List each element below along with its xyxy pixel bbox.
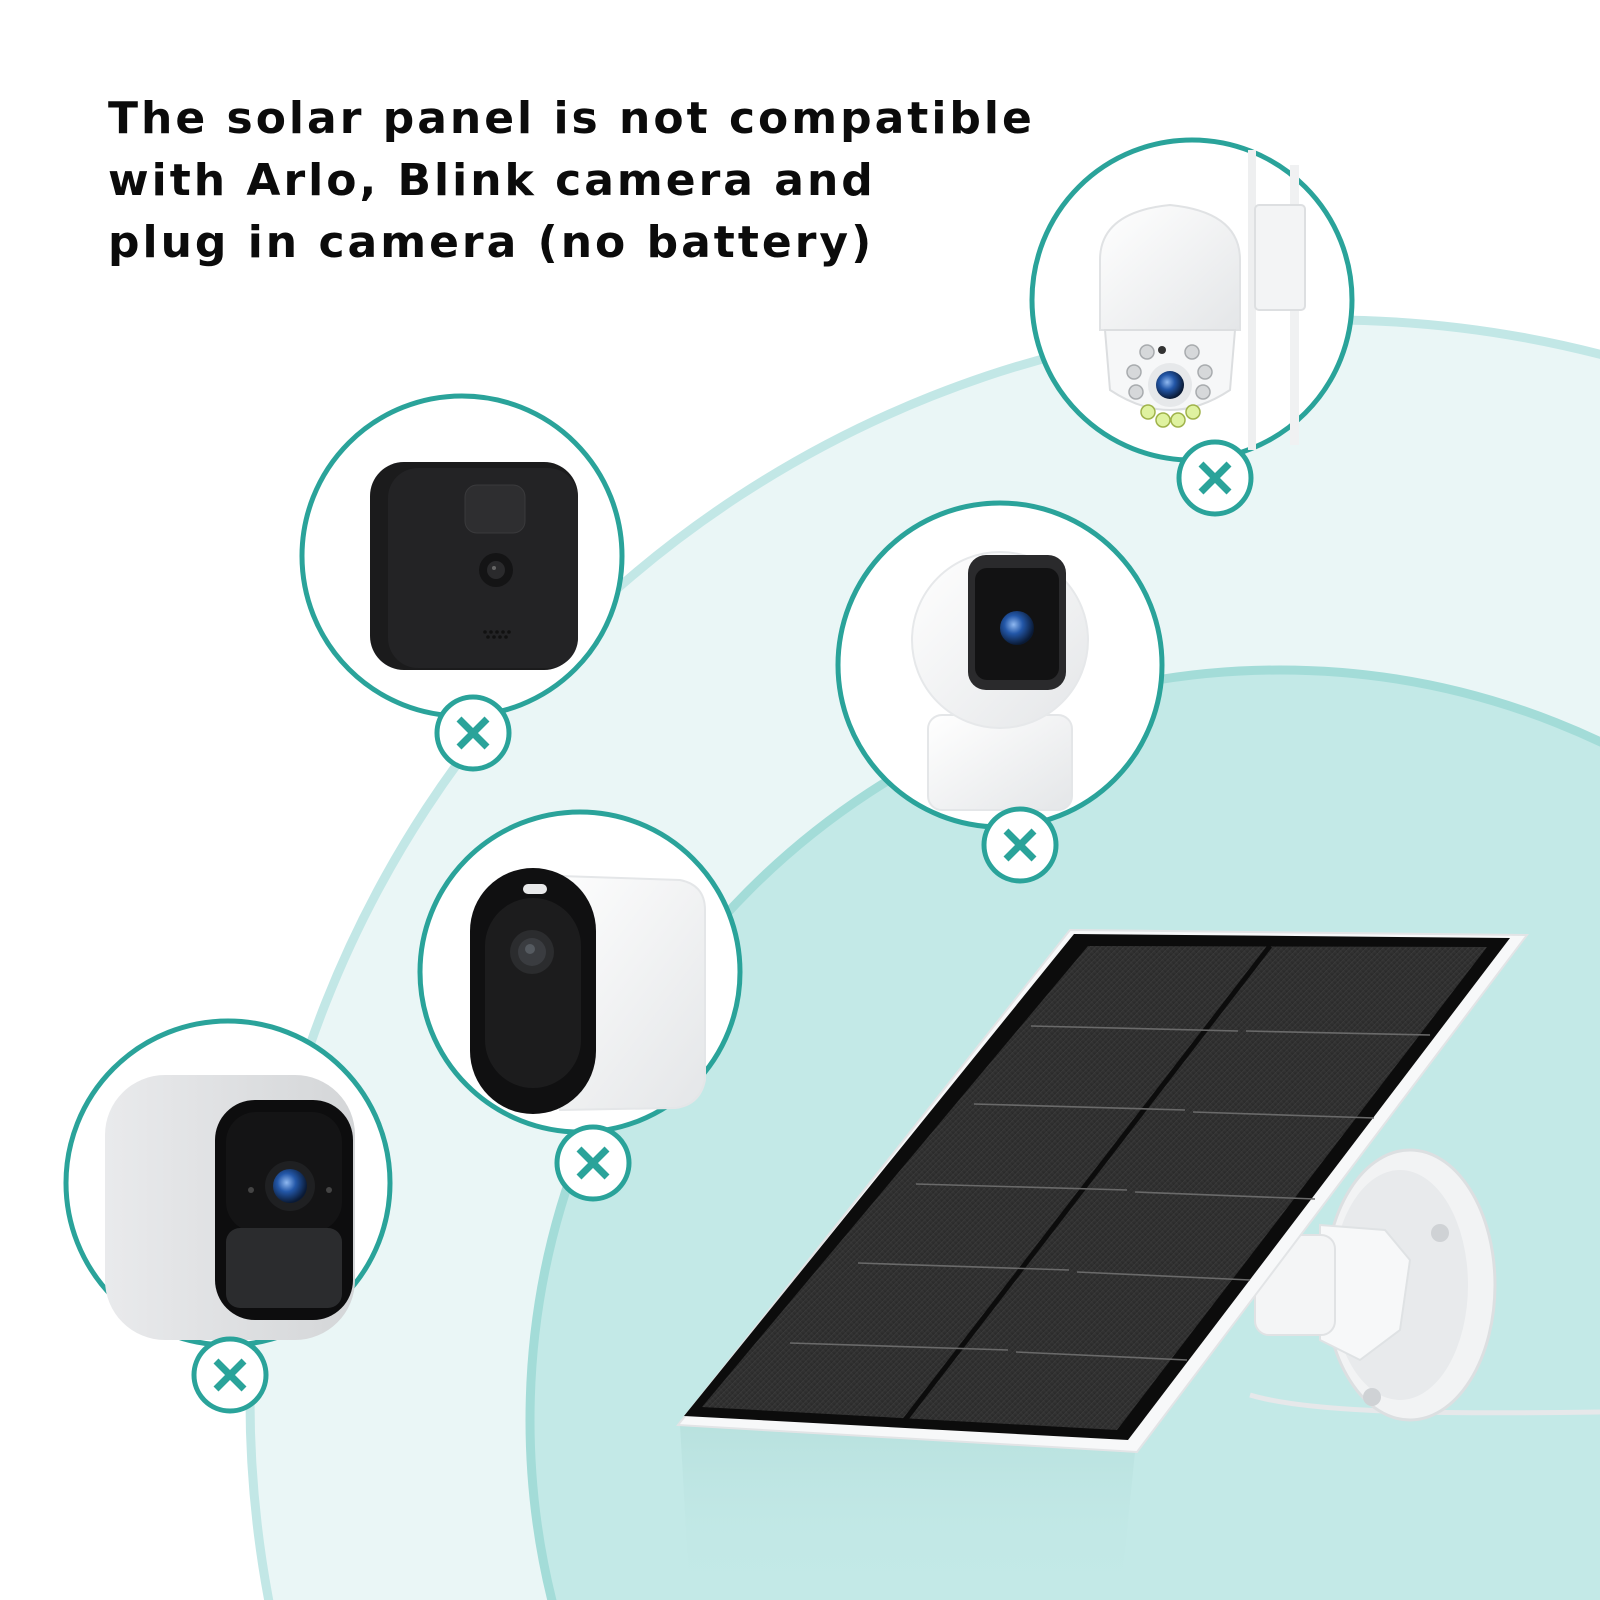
x-icon (576, 1146, 610, 1180)
headline: The solar panel is not compatible with A… (108, 88, 1035, 274)
incompatible-badge-indoor-pan-tilt (981, 806, 1059, 884)
headline-line-1: The solar panel is not compatible (108, 93, 1035, 144)
indoor-pan-tilt-camera-image (911, 551, 1089, 811)
x-icon (213, 1358, 247, 1392)
camera-card-arlo-pro-2 (63, 1018, 393, 1414)
ptz-dome-camera-image (1099, 150, 1306, 450)
x-icon (1003, 828, 1037, 862)
incompatible-badge-blink (434, 694, 512, 772)
arlo-pro-camera-image (470, 868, 706, 1114)
incompatible-badge-ptz-dome (1176, 439, 1254, 517)
incompatible-badge-arlo-pro (554, 1124, 632, 1202)
solar-panel (676, 928, 1600, 1600)
camera-card-ptz-dome (1029, 137, 1355, 517)
x-icon (456, 716, 490, 750)
camera-card-blink (299, 393, 625, 772)
panel-cells (702, 946, 1487, 1430)
camera-card-indoor-pan-tilt (835, 500, 1165, 884)
blink-camera-image (370, 462, 578, 670)
arlo-pro-2-camera-image (105, 1075, 355, 1340)
headline-line-3: plug in camera (no battery) (108, 217, 875, 268)
incompatible-badge-arlo-pro-2 (191, 1336, 269, 1414)
headline-line-2: with Arlo, Blink camera and (108, 155, 876, 206)
mount-bracket (1254, 1148, 1497, 1422)
camera-card-arlo-pro (417, 809, 743, 1202)
x-icon (1198, 461, 1232, 495)
